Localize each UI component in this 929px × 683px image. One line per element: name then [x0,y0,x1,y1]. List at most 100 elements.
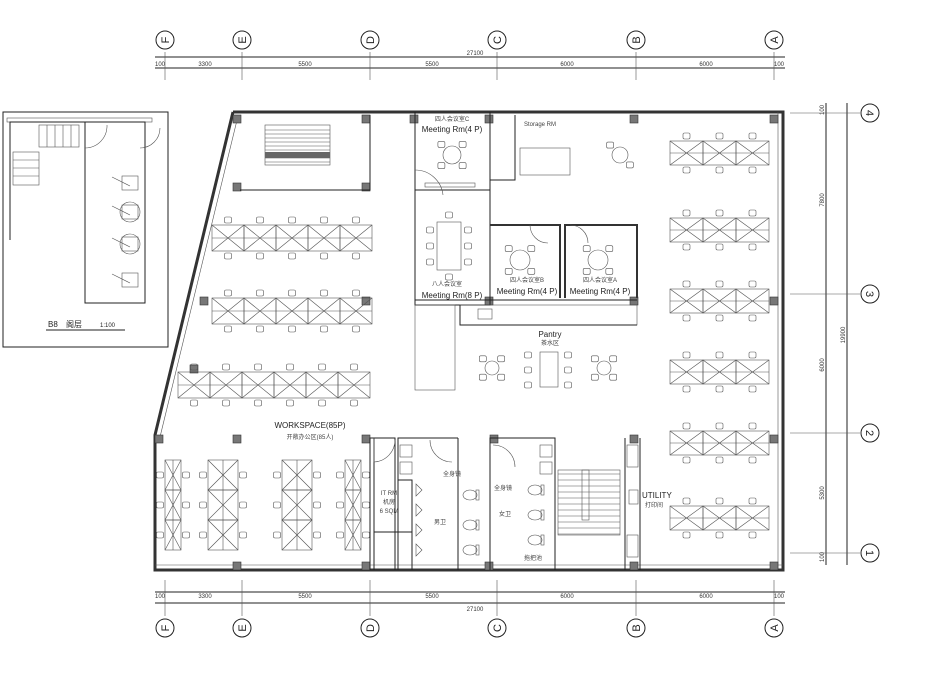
meeting-room-8: 八人会议室 Meeting Rm(8 P) [422,221,483,300]
door-swing [569,224,589,244]
room-walls [397,437,458,570]
axis-label-3: 3 [863,291,875,297]
chair [256,289,264,297]
stair-treads [265,129,330,163]
inset-frame [2,111,169,348]
chair [715,456,724,464]
dimension-segment: 5500 [298,594,312,600]
chair [464,226,472,234]
structural-column [769,434,779,444]
chair [715,497,724,505]
chair [256,325,264,333]
room-label-cn: 茶水区 [541,339,559,347]
chair [748,531,757,539]
structural-column [189,364,199,374]
round-table [596,360,612,376]
dimension-total: 27100 [467,607,484,613]
chair [190,399,198,407]
chair [497,355,505,363]
room-walls [489,437,556,570]
dimension-segment: 100 [774,594,785,600]
round-table [611,146,629,164]
chair [199,531,207,539]
structural-column [361,561,371,571]
chair [479,373,487,381]
chair [254,363,262,371]
chair [286,399,294,407]
stair-treads [558,473,620,535]
chair [320,252,328,260]
urinal-icon [415,483,423,497]
bottom-dimensions: 27100 100 3300 5500 5500 6000 6000 100 [155,591,785,613]
utility-room: UTILITY 打印间 [624,438,672,570]
inset-title: B8 [48,320,58,329]
chair [682,280,691,288]
axis-bubble [860,284,880,304]
chair [682,422,691,430]
room-label: 男卫 [434,519,446,526]
cabinet [626,444,639,468]
room-label: Pantry [538,330,561,339]
chair [437,141,446,148]
dimension-segment: 6000 [699,62,713,68]
room-label-cn: 四人会议室B [510,276,544,284]
chair [464,258,472,266]
chair [497,373,505,381]
room-walls [369,437,396,570]
toilet-tank [540,484,545,496]
chair [748,456,757,464]
chair [524,366,532,374]
mirror-label: 全身镜 [443,470,461,478]
stair-core-top [240,115,371,191]
chair [254,399,262,407]
structural-column [199,296,209,306]
dimension-segment: 5500 [425,62,439,68]
structural-column [232,182,242,192]
chair [504,245,513,252]
top-dimensions: 27100 100 3300 5500 5500 6000 6000 100 [155,51,785,69]
chair [626,161,634,169]
room-walls [490,115,516,181]
counter-edge [459,305,637,326]
door-swing [529,224,549,244]
round-table [509,249,531,271]
inset-mezzanine-plan: B8 阁层 1:100 [2,111,169,348]
chair [288,325,296,333]
fixture-round [119,201,141,223]
chair [362,471,370,479]
chair [748,314,757,322]
structural-column [629,434,639,444]
pantry-counter [459,304,638,326]
pantry-table [539,351,559,388]
dimension-segment: 5500 [298,62,312,68]
chair [318,363,326,371]
dimension-segment: 3300 [198,594,212,600]
urinal-icon [415,503,423,517]
chair [288,216,296,224]
axis-bubble [360,30,380,50]
dimension-segment: 6000 [560,62,574,68]
dimension-total: 27100 [467,51,484,57]
exterior-wall-inner [159,115,239,438]
axis-label-C: C [492,624,504,632]
chair [199,501,207,509]
toilet-tank [540,534,545,546]
chair [426,258,434,266]
male-toilet: 全身镜 男卫 [397,437,461,570]
dimension-segment: 100 [820,104,826,115]
fixture-tap [111,176,131,187]
axis-label-E: E [237,36,249,43]
chair [682,456,691,464]
chair [458,162,467,169]
structural-column [232,434,242,444]
round-table [442,145,462,165]
chair [156,501,164,509]
chair [190,363,198,371]
fixture-tap [111,273,131,284]
chair [715,385,724,393]
dimension-total: 19900 [841,326,847,343]
chair [320,216,328,224]
chair [199,471,207,479]
chair [286,363,294,371]
